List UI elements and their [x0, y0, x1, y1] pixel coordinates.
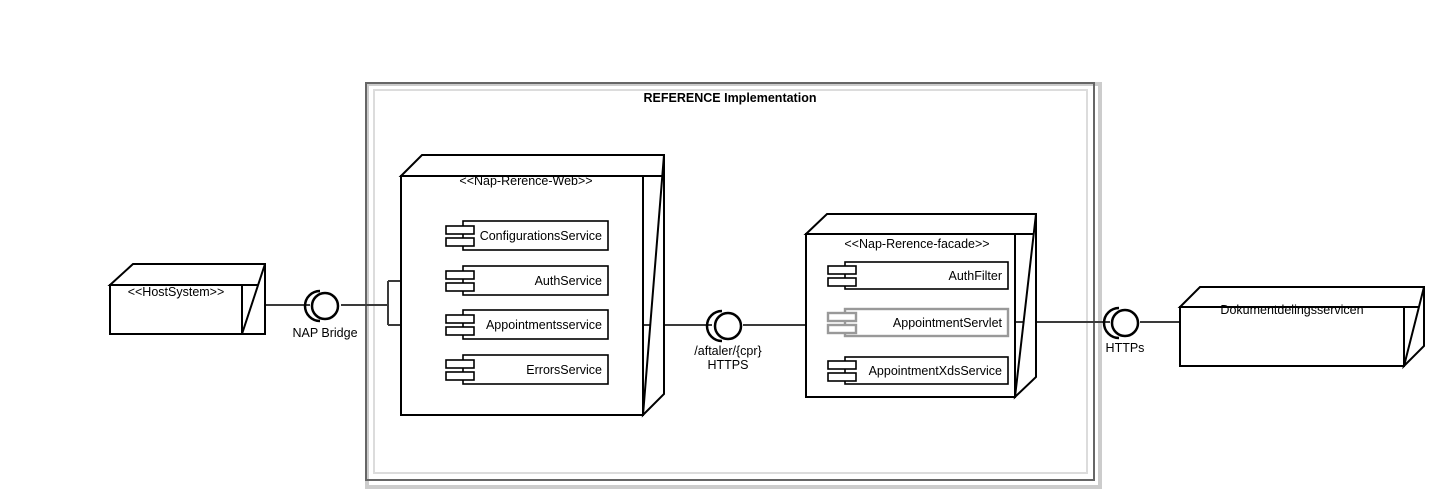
auth-service-tab-bottom-icon — [445, 282, 475, 292]
component-configurations-service[interactable]: ConfigurationsService — [445, 220, 609, 251]
https-right-socket-icon — [1102, 306, 1120, 340]
appointment-servlet-tab-bottom-icon — [826, 323, 858, 335]
nap-bridge-socket-icon — [303, 289, 321, 323]
nap-rerence-web-side-face — [641, 154, 665, 418]
https-right-label: HTTPs — [1106, 341, 1145, 355]
node-host-system[interactable]: <<HostSystem>> — [107, 263, 266, 335]
auth-service-label: AuthService — [535, 274, 602, 288]
frame-title: REFERENCE Implementation — [644, 91, 817, 105]
errors-service-label: ErrorsService — [526, 363, 602, 377]
aftaler-cpr-ball-icon — [713, 311, 743, 341]
frame-outer-border — [365, 82, 1095, 481]
appointments-service-tab-top-icon — [445, 314, 475, 324]
host-system-label: <<HostSystem>> — [128, 285, 225, 299]
appointment-servlet-tab-top-icon — [826, 311, 858, 323]
configurations-service-tab-bottom-icon — [445, 237, 475, 247]
aftaler-cpr-socket-icon — [705, 309, 723, 343]
errors-service-tab-top-icon — [445, 359, 475, 369]
nap-rerence-web-label: <<Nap-Rerence-Web>> — [459, 174, 592, 188]
configurations-service-body — [462, 220, 609, 251]
appointment-xds-service-tab-top-icon — [827, 360, 857, 370]
https-right-ball-icon — [1110, 308, 1140, 338]
node-dokumentdelingsservicen[interactable]: Dokumentdelingsservicen — [1177, 286, 1425, 370]
errors-service-body — [462, 354, 609, 385]
nap-rerence-facade-top-face — [803, 213, 1037, 235]
appointment-servlet-label: AppointmentServlet — [893, 316, 1003, 330]
appointment-xds-service-body — [844, 356, 1009, 385]
appointment-servlet-body — [843, 307, 1010, 338]
configurations-service-tab-top-icon — [445, 225, 475, 235]
host-system-front-face — [109, 284, 243, 335]
nap-rerence-facade-label: <<Nap-Rerence-facade>> — [844, 237, 989, 251]
package-nap-rerence-web[interactable]: <<Nap-Rerence-Web>> ConfigurationsServic… — [398, 154, 665, 418]
component-errors-service[interactable]: ErrorsService — [445, 354, 609, 385]
host-system-side-face — [240, 263, 266, 335]
component-appointment-xds-service[interactable]: AppointmentXdsService — [827, 356, 1009, 385]
appointments-service-tab-bottom-icon — [445, 326, 475, 336]
nap-rerence-facade-side-face — [1013, 213, 1037, 400]
nap-bridge-label: NAP Bridge — [292, 326, 357, 340]
auth-filter-tab-top-icon — [827, 265, 857, 275]
component-auth-service[interactable]: AuthService — [445, 265, 609, 296]
component-appointments-service[interactable]: Appointmentsservice — [445, 309, 609, 340]
nap-bridge-ball-icon — [310, 291, 340, 321]
auth-service-body — [462, 265, 609, 296]
interface-aftaler-cpr[interactable]: /aftaler/{cpr} HTTPS — [694, 309, 762, 372]
dokumentdelingsservicen-side-face — [1402, 286, 1425, 370]
appointments-service-label: Appointmentsservice — [486, 318, 602, 332]
auth-filter-label: AuthFilter — [949, 269, 1003, 283]
dokumentdelingsservicen-label: Dokumentdelingsservicen — [1220, 303, 1363, 317]
appointments-service-body — [462, 309, 609, 340]
component-appointment-servlet[interactable]: AppointmentServlet — [826, 307, 1010, 338]
host-system-top-face — [107, 263, 266, 286]
auth-filter-tab-bottom-icon — [827, 277, 857, 287]
configurations-service-label: ConfigurationsService — [480, 229, 602, 243]
aftaler-cpr-protocol-label: HTTPS — [708, 358, 749, 372]
interface-https-right[interactable]: HTTPs — [1102, 306, 1145, 355]
component-auth-filter[interactable]: AuthFilter — [827, 261, 1009, 290]
nap-rerence-web-top-face — [398, 154, 665, 177]
interface-nap-bridge[interactable]: NAP Bridge — [292, 289, 358, 340]
auth-filter-body — [844, 261, 1009, 290]
auth-service-tab-top-icon — [445, 270, 475, 280]
appointment-xds-service-tab-bottom-icon — [827, 372, 857, 382]
appointment-xds-service-label: AppointmentXdsService — [869, 364, 1002, 378]
aftaler-cpr-label: /aftaler/{cpr} — [694, 344, 761, 358]
errors-service-tab-bottom-icon — [445, 371, 475, 381]
dokumentdelingsservicen-front-face — [1179, 306, 1405, 367]
package-nap-rerence-facade[interactable]: <<Nap-Rerence-facade>> AuthFilter Appoin… — [803, 213, 1037, 400]
frame-inner-border — [373, 89, 1088, 474]
